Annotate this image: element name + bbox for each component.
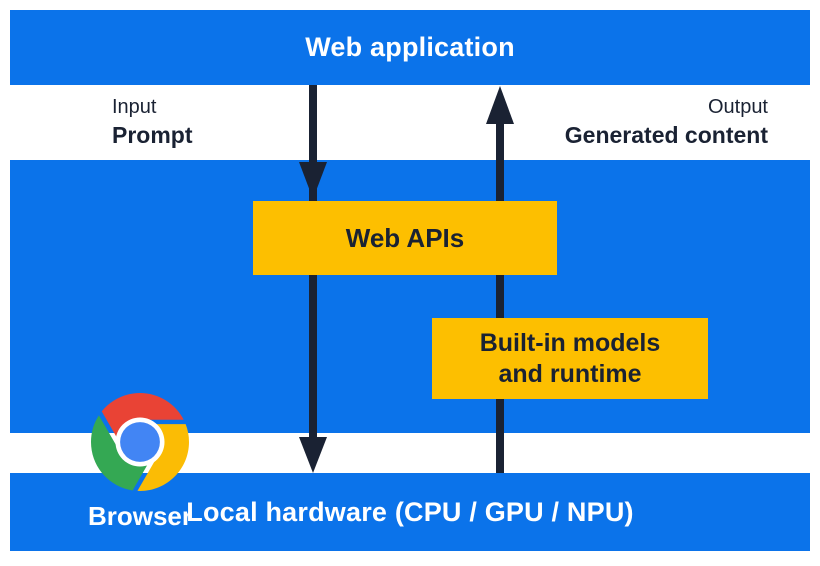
web-apis-label: Web APIs <box>345 222 465 253</box>
input-caption: Input <box>112 96 157 118</box>
builtin-models-label-line2: and runtime <box>498 359 642 388</box>
output-value-generated-content: Generated content <box>564 122 768 148</box>
local-hardware-bar: Local hardware (CPU / GPU / NPU) <box>10 473 810 551</box>
browser-label: Browser <box>87 501 193 531</box>
builtin-models-label-line1: Built-in models <box>479 328 661 357</box>
input-label-group: Input Prompt <box>112 95 193 149</box>
web-application-label: Web application <box>305 32 515 62</box>
web-apis-box: Web APIs <box>253 201 557 275</box>
output-label-group: Output Generated content <box>565 95 768 149</box>
web-application-bar: Web application <box>10 10 810 85</box>
local-hardware-label: Local hardware (CPU / GPU / NPU) <box>186 496 634 527</box>
output-caption: Output <box>707 96 768 118</box>
builtin-models-box: Built-in models and runtime <box>432 318 708 399</box>
chrome-logo-icon <box>90 393 189 491</box>
input-value-prompt: Prompt <box>112 122 193 148</box>
